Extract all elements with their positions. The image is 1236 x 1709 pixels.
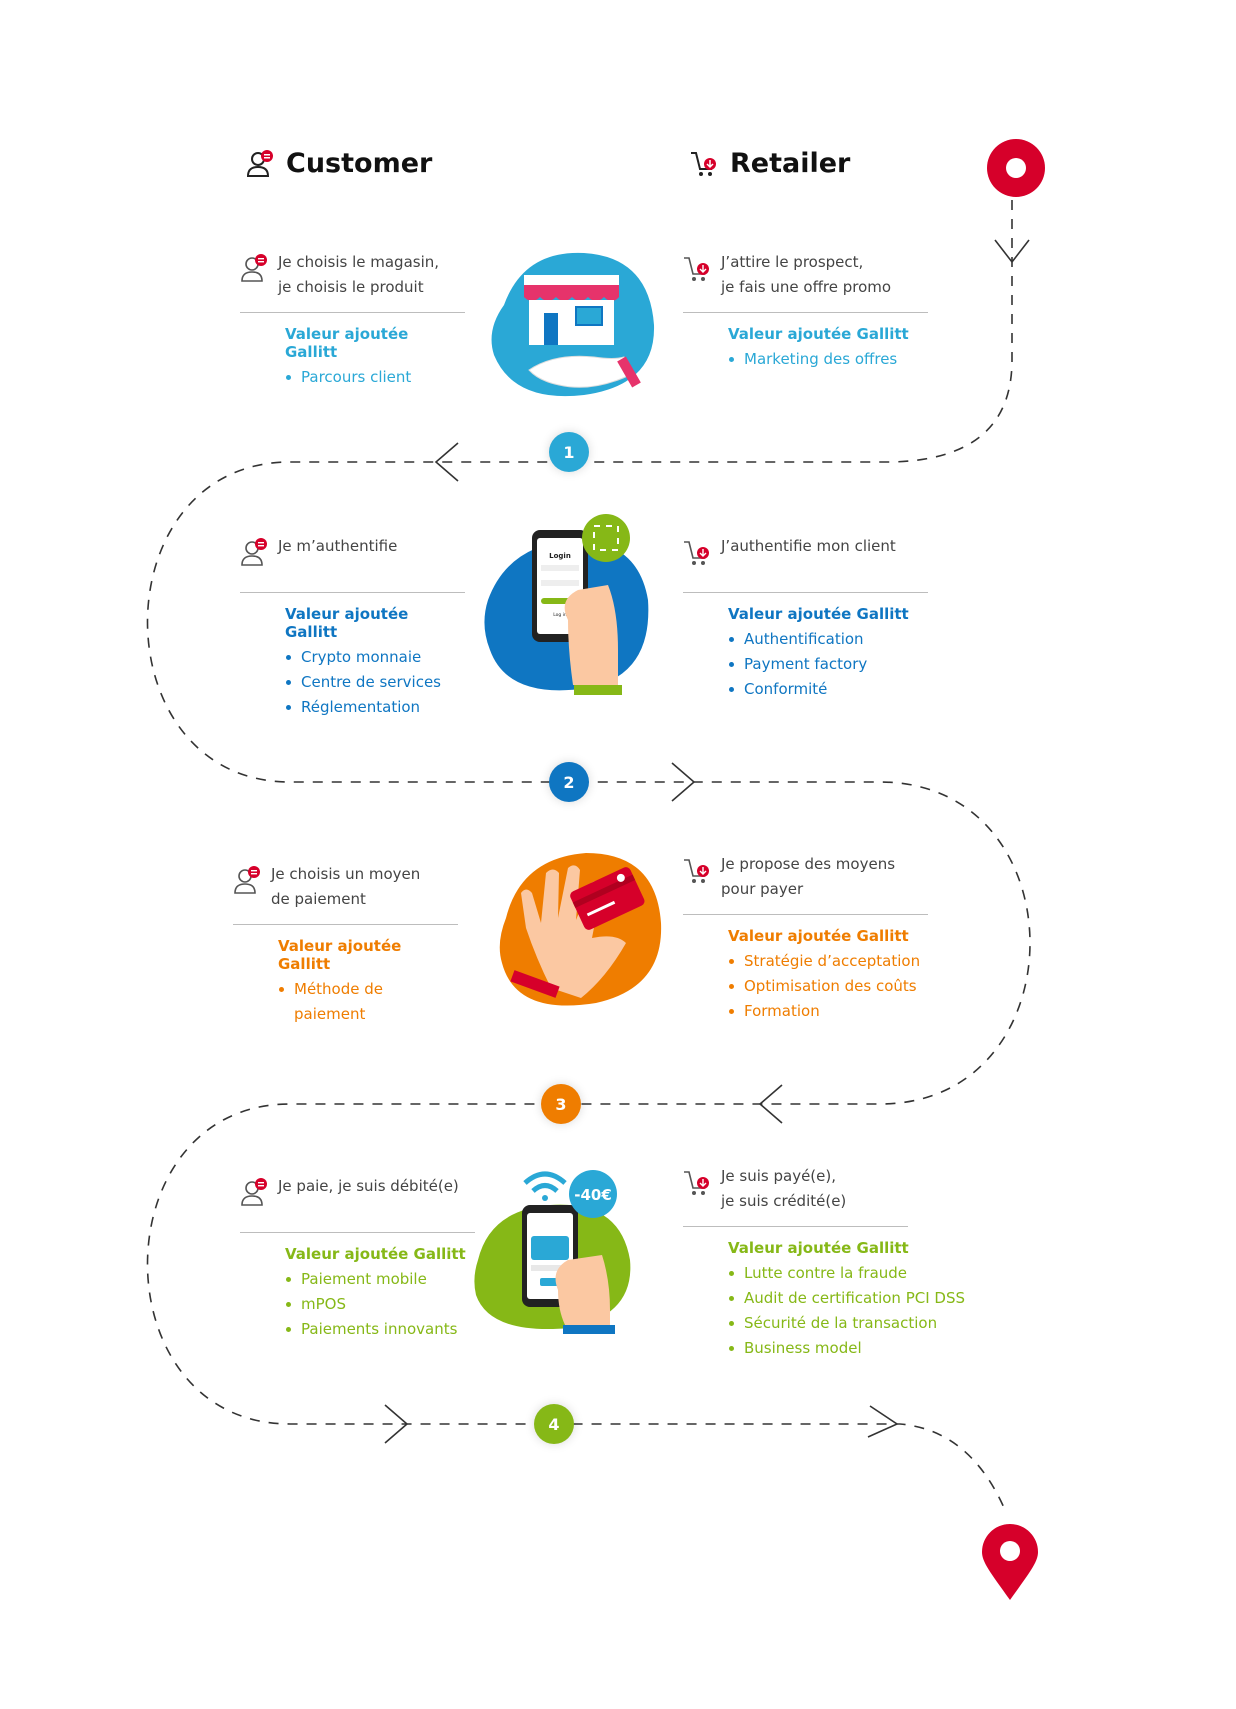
list-item: mPOS (285, 1292, 475, 1317)
cart-icon (684, 257, 709, 281)
phone-login-button: Log in (553, 612, 567, 618)
step4-customer-va-title: Valeur ajoutée Gallitt (285, 1245, 466, 1263)
list-item: Crypto monnaie (285, 645, 465, 670)
customer-icon (241, 254, 267, 282)
cart-icon (684, 541, 709, 565)
step1-retailer-va-title: Valeur ajoutée Gallitt (728, 325, 909, 343)
step4-retailer: Je suis payé(e), je suis crédité(e) Vale… (683, 1164, 973, 1361)
step1-badge: 1 (549, 432, 589, 472)
list-item: Business model (728, 1336, 973, 1361)
step2-customer-va-title: Valeur ajoutée Gallitt (285, 605, 409, 641)
list-item: Formation (728, 999, 928, 1024)
store-hand-illustration (491, 252, 655, 397)
customer-icon (246, 149, 273, 177)
end-pin-icon (982, 1524, 1038, 1600)
list-item: Conformité (728, 677, 928, 702)
list-item: Réglementation (285, 695, 465, 720)
step2-retailer-va-title: Valeur ajoutée Gallitt (728, 605, 909, 623)
retailer-header: Retailer (690, 148, 850, 179)
step2-retailer: J’authentifie mon client Valeur ajoutée … (683, 534, 928, 702)
path-segment-start (146, 200, 1031, 1511)
step2-customer-text: Je m’authentifie (278, 537, 398, 555)
card-hand-illustration (499, 853, 662, 1006)
step3-customer-text: Je choisis un moyen de paiement (271, 865, 421, 908)
retailer-header-label: Retailer (730, 148, 851, 179)
phone-login-title: Login (549, 552, 571, 560)
step4-retailer-va-title: Valeur ajoutée Gallitt (728, 1239, 909, 1257)
list-item: Marketing des offres (728, 347, 928, 372)
step3-customer: Je choisis un moyen de paiement Valeur a… (233, 862, 458, 1027)
step1-retailer: J’attire le prospect, je fais une offre … (683, 250, 928, 372)
arrow-left-1 (434, 442, 459, 482)
list-item: Audit de certification PCI DSS (728, 1286, 973, 1311)
customer-icon (234, 866, 260, 894)
step3-customer-va-title: Valeur ajoutée Gallitt (278, 937, 402, 973)
list-item: Méthode de paiement (278, 977, 458, 1027)
customer-header-label: Customer (286, 148, 433, 179)
list-item: Stratégie d’acceptation (728, 949, 928, 974)
step3-retailer-text: Je propose des moyens pour payer (721, 855, 896, 898)
mobile-payment-illustration: -40€ (474, 1170, 631, 1334)
step3-retailer: Je propose des moyens pour payer Valeur … (683, 852, 928, 1024)
list-item: Authentification (728, 627, 928, 652)
customer-header: Customer (246, 148, 432, 179)
step2-retailer-text: J’authentifie mon client (721, 537, 896, 555)
step3-retailer-va-title: Valeur ajoutée Gallitt (728, 927, 909, 945)
step4-customer-text: Je paie, je suis débité(e) (278, 1177, 459, 1195)
list-item: Paiement mobile (285, 1267, 475, 1292)
cart-icon (691, 151, 716, 176)
arrow-right-2 (671, 762, 696, 802)
step4-retailer-text: Je suis payé(e), je suis crédité(e) (721, 1167, 847, 1210)
list-item: Centre de services (285, 670, 465, 695)
customer-icon (241, 538, 267, 566)
list-item: Optimisation des coûts (728, 974, 928, 999)
price-tag: -40€ (574, 1186, 612, 1204)
cart-icon (684, 859, 709, 883)
list-item: Parcours client (285, 365, 465, 390)
step2-customer: Je m’authentifie Valeur ajoutée Gallitt … (240, 534, 465, 720)
arrow-right-4 (384, 1404, 409, 1444)
step1-customer-va-title: Valeur ajoutée Gallitt (285, 325, 409, 361)
arrow-left-3 (758, 1084, 783, 1124)
list-item: Payment factory (728, 652, 928, 677)
list-item: Paiements innovants (285, 1317, 475, 1342)
cart-icon (684, 1171, 709, 1195)
list-item: Lutte contre la fraude (728, 1261, 973, 1286)
step3-badge: 3 (541, 1084, 581, 1124)
step4-badge: 4 (534, 1404, 574, 1444)
list-item: Sécurité de la transaction (728, 1311, 973, 1336)
step2-badge: 2 (549, 762, 589, 802)
step4-customer: Je paie, je suis débité(e) Valeur ajouté… (240, 1174, 475, 1342)
arrow-right-5 (867, 1405, 899, 1438)
customer-icon (241, 1178, 267, 1206)
arrow-down-1 (994, 239, 1030, 264)
step1-retailer-text: J’attire le prospect, je fais une offre … (721, 253, 892, 296)
start-pin-icon (987, 139, 1045, 197)
phone-login-illustration: Login Log in (484, 514, 649, 695)
step1-customer-text: Je choisis le magasin, je choisis le pro… (278, 253, 440, 296)
step1-customer: Je choisis le magasin, je choisis le pro… (240, 250, 465, 390)
